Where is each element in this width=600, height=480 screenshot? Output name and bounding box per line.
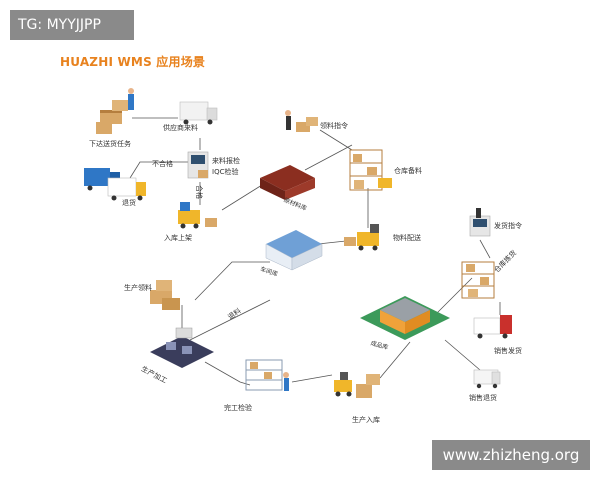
label-warehouse-prep: 仓库备料 <box>394 167 422 175</box>
sales-return-van-illustration <box>473 369 501 389</box>
label-incoming-inspection: 来料报检 <box>212 157 240 165</box>
label-picking-order: 领料指令 <box>320 122 348 130</box>
label-material-delivery: 物料配送 <box>393 234 421 242</box>
putaway-forklift-illustration <box>178 202 217 229</box>
completion-inspection-illustration <box>245 359 289 391</box>
inspection-terminal-illustration <box>187 151 209 179</box>
label-sales-return: 销售退货 <box>469 394 497 402</box>
raw-material-warehouse-illustration <box>260 165 315 200</box>
label-return-goods: 退货 <box>122 199 136 207</box>
sales-shipping-truck-illustration <box>473 315 512 339</box>
warehouse-picking-shelves-illustration <box>461 261 495 299</box>
label-shipping-order: 发货指令 <box>494 222 522 230</box>
workshop-warehouse-illustration <box>265 230 323 271</box>
diagram-title: HUAZHI WMS 应用场景 <box>60 55 206 69</box>
picking-order-illustration <box>285 110 318 132</box>
supplier-truck-illustration <box>179 101 218 125</box>
label-production-picking: 生产领料 <box>124 284 152 292</box>
label-qualified: 合格 <box>195 185 203 199</box>
connector-lines <box>129 117 501 386</box>
watermark-tag-left: TG: MYYJJPP <box>10 10 134 40</box>
label-supplier-delivery: 供应商来料 <box>163 124 198 132</box>
production-floor-illustration <box>150 327 214 368</box>
label-putaway: 入库上架 <box>164 234 192 242</box>
label-sales-shipping: 销售发货 <box>494 347 522 355</box>
label-production-inbound: 生产入库 <box>352 416 380 424</box>
production-inbound-illustration <box>334 372 380 398</box>
warehouse-prep-shelves-illustration <box>349 149 392 191</box>
label-issue-task: 下达送货任务 <box>89 140 131 148</box>
issue-task-illustration <box>96 88 134 134</box>
label-unqualified: 不合格 <box>152 160 173 168</box>
shipping-terminal-illustration <box>469 208 491 237</box>
return-trucks-illustration <box>84 168 146 201</box>
finished-goods-warehouse-illustration <box>360 296 450 340</box>
watermark-tag-right: www.zhizheng.org <box>432 440 590 470</box>
label-completion-inspection: 完工检验 <box>224 404 252 412</box>
material-delivery-forklift-illustration <box>344 224 379 251</box>
label-iqc: IQC检验 <box>212 168 239 176</box>
production-picking-boxes-illustration <box>150 280 180 310</box>
